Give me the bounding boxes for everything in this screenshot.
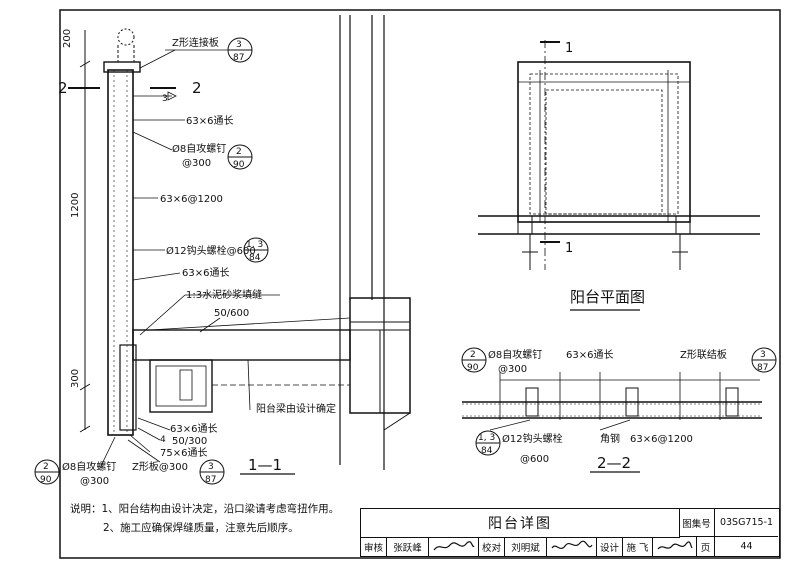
s22-angle-cont: 63×6通长 — [566, 349, 613, 361]
s22-ref-2-90-num: 2 — [470, 350, 476, 360]
s22-ref-3-87-den: 87 — [757, 363, 768, 373]
s22-ref-1-3-84-den: 84 — [481, 446, 493, 456]
review-label: 审核 — [361, 537, 387, 556]
section-2-2-title: 2—2 — [597, 454, 631, 472]
check-name: 刘明斌 — [505, 537, 547, 556]
angle-63x6-cont-2: 63×6通长 — [182, 267, 229, 279]
s22-hook-bolt: Ø12钩头螺栓 — [502, 432, 563, 445]
check-signature — [547, 537, 597, 556]
atlas-label: 图集号 — [679, 509, 715, 537]
s22-ref-3-87-num: 3 — [760, 350, 766, 360]
ref-2-90-b-num: 2 — [43, 462, 49, 472]
review-signature — [429, 537, 479, 556]
ref-circle-2-90-a — [227, 144, 253, 170]
design-signature — [653, 537, 697, 556]
design-label: 设计 — [597, 537, 623, 556]
dim-200: 200 — [62, 29, 73, 48]
s22-ref-2-90-den: 90 — [467, 363, 479, 373]
screw-label: Ø8自攻螺钉 — [172, 142, 226, 155]
review-name: 张跃峰 — [387, 537, 429, 556]
s22-angle-label: 角钢 — [600, 432, 620, 445]
notes-block: 说明：1、阳台结构由设计决定，沿口梁请考虑弯扭作用。 2、施工应确保焊缝质量，注… — [70, 500, 339, 538]
z-plate-b: Z形板@300 — [132, 460, 188, 473]
ref-3-87-top-den: 87 — [233, 53, 244, 63]
sheet-border — [59, 9, 781, 559]
dim-1200: 1200 — [70, 193, 81, 218]
atlas-no: 03SG715-1 — [715, 509, 778, 537]
ref-circle-3-87-top — [227, 37, 253, 63]
ref-3-87-b-den: 87 — [205, 475, 216, 485]
s22-angle-1200: 63×6@1200 — [630, 434, 693, 445]
slope-50-600: 50/600 — [214, 308, 249, 319]
screw-label-b: Ø8自攻螺钉 — [62, 460, 116, 473]
mortar-fill: 1:3水泥砂浆填缝 — [186, 288, 262, 301]
hook-bolt: Ø12钩头螺栓@600 — [166, 244, 256, 257]
s22-screw-spacing: @300 — [498, 364, 527, 375]
ref-circle-2-90-s22 — [461, 347, 487, 373]
angle-63x6-1200: 63×6@1200 — [160, 194, 223, 205]
section-mark-2-right: 2 — [192, 79, 202, 97]
plan-section-mark-top: 1 — [565, 41, 573, 56]
ref-circle-3-87-b — [199, 459, 225, 485]
angle-63x6-cont-1: 63×6通长 — [186, 115, 233, 127]
s22-screw: Ø8自攻螺钉 — [488, 348, 542, 361]
angle-63x6-cont-3: 63×6通长 — [170, 423, 217, 435]
check-signature-scribble — [551, 540, 593, 549]
plan-section-mark-bottom: 1 — [565, 241, 573, 256]
check-label: 校对 — [479, 537, 505, 556]
ref-2-90-b-den: 90 — [40, 475, 52, 485]
section-mark-2-left: 2 — [58, 79, 68, 97]
ref-circle-1-3-84 — [243, 237, 269, 263]
plan-view-title: 阳台平面图 — [570, 288, 645, 306]
ref-1-3-84-num: 1, 3 — [246, 240, 263, 250]
slope-50-300: 50/300 — [172, 436, 207, 447]
ref-3-87-top-num: 3 — [236, 40, 242, 50]
page-label: 页 — [697, 537, 715, 556]
mark-3: 3 — [162, 94, 168, 104]
ref-circle-3-87-s22 — [751, 347, 777, 373]
plan-view — [478, 40, 760, 311]
dim-300: 300 — [70, 369, 81, 388]
angle-75x6: 75×6通长 — [160, 447, 207, 459]
s22-hook-spacing: @600 — [520, 454, 549, 465]
z-plate-label: Z形连接板 — [172, 36, 219, 49]
section-1-1-title: 1—1 — [248, 456, 282, 474]
section-1-1 — [68, 15, 411, 475]
note-line-1: 说明：1、阳台结构由设计决定，沿口梁请考虑弯扭作用。 — [70, 503, 340, 515]
beam-note: 阳台梁由设计确定 — [256, 402, 336, 415]
ref-circle-2-90-b — [34, 459, 60, 485]
design-name: 施 飞 — [623, 537, 653, 556]
section-2-2 — [462, 372, 762, 473]
review-signature-scribble — [433, 540, 474, 550]
mark-4: 4 — [160, 435, 166, 445]
title-block: 阳台详图 图集号 03SG715-1 审核 张跃峰 校对 刘明斌 设计 施 飞 … — [360, 508, 780, 557]
ref-2-90-a-num: 2 — [236, 147, 242, 157]
s22-z-link: Z形联结板 — [680, 348, 727, 361]
ref-2-90-a-den: 90 — [233, 160, 245, 170]
design-signature-scribble — [657, 540, 693, 549]
ref-3-87-b-num: 3 — [208, 462, 214, 472]
ref-1-3-84-den: 84 — [249, 253, 261, 263]
ref-circle-1-3-84-s22 — [475, 430, 501, 456]
screw-spacing-b: @300 — [80, 476, 109, 487]
note-line-2: 2、施工应确保焊缝质量，注意先后顺序。 — [103, 522, 299, 534]
page-no: 44 — [740, 541, 753, 552]
drawing-title: 阳台详图 — [361, 509, 680, 538]
s22-ref-1-3-84-num: 1, 3 — [478, 433, 495, 443]
screw-spacing: @300 — [182, 158, 211, 169]
